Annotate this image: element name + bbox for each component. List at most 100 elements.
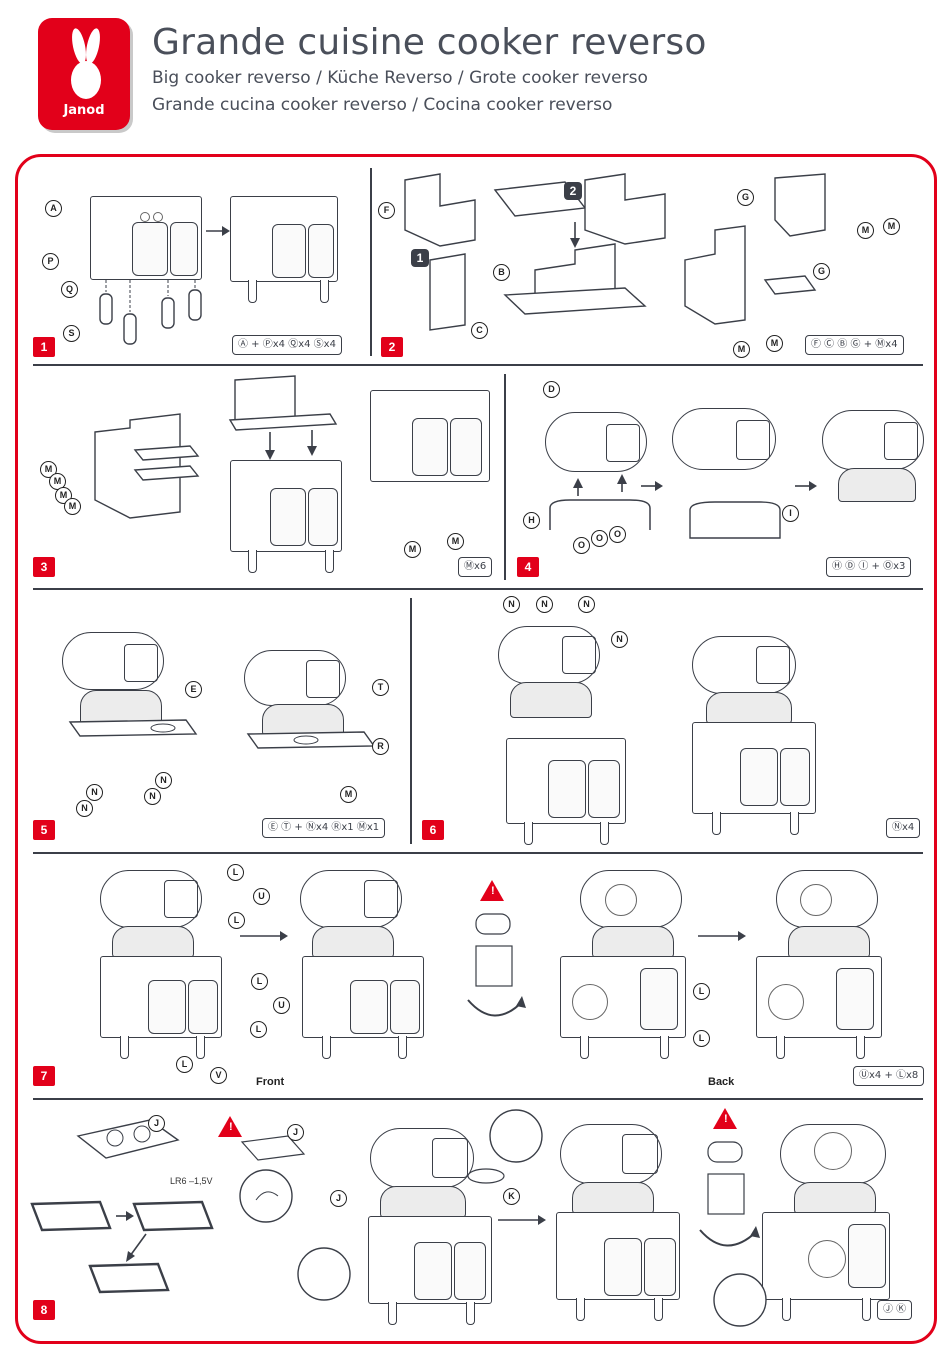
upper-unit xyxy=(498,626,600,684)
leg xyxy=(466,1302,475,1325)
cupboard-door xyxy=(170,222,198,276)
part-label-p: P xyxy=(42,253,59,270)
cupboard-door xyxy=(188,980,218,1034)
col-divider-1 xyxy=(370,168,372,356)
leg xyxy=(862,1298,871,1321)
right-arrow-icon xyxy=(498,1215,546,1225)
part-label-i: I xyxy=(782,505,799,522)
janod-logo: Janod xyxy=(38,18,130,130)
step-number: 2 xyxy=(381,337,403,357)
cupboard-door xyxy=(588,760,620,818)
back-panel xyxy=(572,1182,654,1214)
leg xyxy=(654,1298,663,1321)
part-label-b: B xyxy=(493,264,510,281)
upper-unit xyxy=(692,636,796,694)
right-arrow-icon xyxy=(698,931,746,941)
rabbit-icon xyxy=(71,28,101,99)
detail-circle xyxy=(713,1273,767,1327)
part-label-m: M xyxy=(733,341,750,358)
shelf-unit xyxy=(640,968,678,1030)
part-label-n: N xyxy=(155,772,172,789)
leg xyxy=(782,1298,791,1321)
parts-list: Ⓗ Ⓓ Ⓘ + Ⓞx3 xyxy=(826,557,912,577)
shelf-unit xyxy=(836,968,874,1030)
detail-circles xyxy=(297,1109,543,1301)
cupboard-door xyxy=(454,1242,486,1300)
step-number: 6 xyxy=(422,820,444,840)
back-panel xyxy=(262,704,344,736)
part-label-n: N xyxy=(578,596,595,613)
part-label-q: Q xyxy=(61,281,78,298)
part-label-j: J xyxy=(148,1115,165,1132)
leg xyxy=(600,822,609,845)
clock-icon xyxy=(605,884,637,916)
part-label-m: M xyxy=(340,786,357,803)
shelf-assembly-illustration xyxy=(94,375,338,519)
window-door xyxy=(756,646,790,684)
shelf-unit xyxy=(848,1224,886,1288)
part-label-n: N xyxy=(503,596,520,613)
cupboard-door xyxy=(450,418,482,476)
part-label-l: L xyxy=(693,1030,710,1047)
cupboard-door xyxy=(780,748,810,806)
part-label-c: C xyxy=(471,322,488,339)
oven-door xyxy=(548,760,586,818)
oven-door xyxy=(270,488,306,546)
part-label-n: N xyxy=(144,788,161,805)
hob-detail-illustration xyxy=(239,1135,306,1223)
cupboard-door xyxy=(308,488,338,546)
parts-list: Ⓕ Ⓒ Ⓑ Ⓖ + Ⓜx4 xyxy=(805,335,904,355)
row-divider-3 xyxy=(33,852,923,854)
window-door xyxy=(432,1138,468,1178)
part-label-s: S xyxy=(63,325,80,342)
leg xyxy=(388,1302,397,1325)
oven-door xyxy=(148,980,186,1034)
step-number: 5 xyxy=(33,820,55,840)
part-label-d: D xyxy=(543,381,560,398)
part-label-m: M xyxy=(883,218,900,235)
col-divider-3 xyxy=(410,598,412,844)
sub-step-2: 2 xyxy=(564,182,582,200)
part-label-f: F xyxy=(378,202,395,219)
page-title: Grande cuisine cooker reverso xyxy=(152,22,707,63)
back-panel xyxy=(838,468,916,502)
right-arrow-icon xyxy=(641,481,663,491)
back-panel xyxy=(592,926,674,958)
step-number: 3 xyxy=(33,557,55,577)
upper-unit xyxy=(244,650,346,706)
part-label-n: N xyxy=(86,784,103,801)
part-label-n: N xyxy=(76,800,93,817)
back-panel xyxy=(706,692,792,724)
leg xyxy=(790,812,799,835)
part-label-a: A xyxy=(45,200,62,217)
part-label-l: L xyxy=(250,1021,267,1038)
clock-icon xyxy=(800,884,832,916)
leg xyxy=(248,280,257,303)
window-door xyxy=(622,1134,658,1174)
oven-door xyxy=(740,748,778,806)
knob xyxy=(153,212,163,222)
parts-list: Ⓔ Ⓣ + Ⓝx4 Ⓡx1 Ⓜx1 xyxy=(262,818,386,838)
oven-door xyxy=(412,418,448,476)
warning-triangle-icon: ! xyxy=(713,1108,737,1129)
part-label-m: M xyxy=(447,533,464,550)
part-label-u: U xyxy=(253,888,270,905)
window-door xyxy=(306,660,340,698)
part-label-r: R xyxy=(372,738,389,755)
cupboard-door xyxy=(644,1238,676,1296)
rotate-arrow-icon xyxy=(699,1141,760,1247)
leg xyxy=(712,812,721,835)
window-door xyxy=(364,880,398,918)
part-label-k: K xyxy=(503,1188,520,1205)
worktop-illustration xyxy=(68,719,198,737)
leg xyxy=(660,1036,669,1059)
subtitle-line-2: Grande cucina cooker reverso / Cocina co… xyxy=(152,95,613,115)
leg xyxy=(120,1036,129,1059)
window-door xyxy=(736,420,770,460)
washing-machine-door xyxy=(572,984,608,1020)
clock-icon xyxy=(814,1132,852,1170)
part-label-m: M xyxy=(766,335,783,352)
right-arrow-icon xyxy=(206,226,230,236)
worktop-illustration xyxy=(246,731,376,749)
part-label-m: M xyxy=(404,541,421,558)
